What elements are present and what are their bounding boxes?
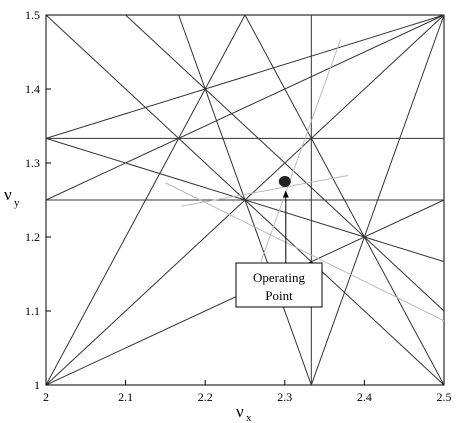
x-tick-label: 2.5 [437,390,452,404]
x-tick-label: 2 [43,390,49,404]
light-resonance-line [165,182,445,322]
y-tick-label: 1.1 [25,304,40,318]
operating-point-marker [278,176,291,187]
resonance-line [45,14,445,139]
light-resonance-line [181,174,349,207]
x-tick-label: 2.3 [277,390,292,404]
resonance-lines [45,14,445,386]
x-axis-label-sub: x [246,412,252,423]
y-tick-label: 1.3 [25,156,40,170]
x-tick-label: 2.2 [198,390,213,404]
y-axis-label-sub: y [14,197,20,209]
y-tick-label: 1.2 [25,230,40,244]
light-resonance-line [260,39,341,262]
annotation-arrow [282,190,289,263]
x-axis-label: ν x [236,402,252,423]
x-tick-label: 2.1 [118,390,133,404]
light-lines [165,39,445,322]
annotation-line-1: Operating [253,270,305,285]
y-axis-label: ν y [4,185,20,209]
annotation-box [235,262,323,308]
operating-point-annotation: Operating Point [235,262,323,308]
y-axis-label-main: ν [4,185,12,204]
y-tick-label: 1 [34,378,40,392]
x-axis-label-main: ν [236,402,244,421]
y-tick-label: 1.5 [25,8,40,22]
annotation-line-2: Point [265,288,293,303]
x-tick-label: 2.4 [357,390,372,404]
arrow-head [282,190,289,198]
resonance-line [125,14,445,312]
x-axis-ticks: 2 2.1 2.2 2.3 2.4 2.5 [43,380,452,404]
y-axis-ticks: 1 1.1 1.2 1.3 1.4 1.5 [25,8,51,392]
resonance-line [45,14,445,201]
y-tick-label: 1.4 [25,82,40,96]
operating-point-group [278,176,291,187]
